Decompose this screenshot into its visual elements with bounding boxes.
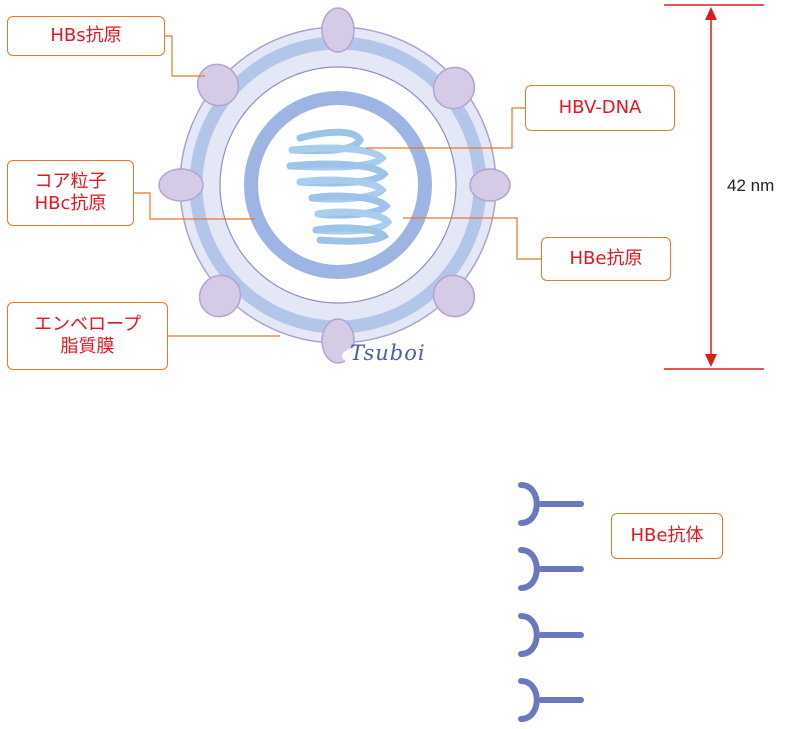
arrow-up-icon [705,7,717,20]
surface-protein [432,274,476,318]
label-hbs-antigen: HBs抗原 [7,16,165,56]
dimension-indicator [664,4,764,370]
label-core-particle-line2: HBc抗原 [34,193,107,214]
label-core-particle-line1: コア粒子 [34,171,107,192]
antibody-icon [518,613,584,657]
surface-protein [158,168,204,202]
surface-protein [198,274,242,318]
surface-protein [432,66,476,110]
antibody-icon [518,547,584,591]
label-hbe-antibody: HBe抗体 [611,513,723,559]
leader-hbv-dna [366,107,525,149]
surface-protein [321,7,355,53]
leader-hbs [165,35,205,77]
leader-hbe [403,217,541,260]
label-envelope-line2: 脂質膜 [60,336,115,357]
antibody-icon [518,678,584,722]
surface-protein [196,63,240,107]
signature: Tsuboi [350,341,426,365]
antibodies [518,482,584,722]
antibody-icon [518,482,584,526]
leader-lines [134,35,541,337]
surface-protein [469,168,511,202]
label-hbs-antigen-text: HBs抗原 [50,25,122,46]
dna-coil [286,128,393,245]
hbv-virion-icon [158,7,511,370]
label-core-particle: コア粒子 HBc抗原 [7,160,134,226]
arrow-down-icon [705,354,717,367]
label-hbe-antibody-text: HBe抗体 [630,525,704,546]
label-hbv-dna: HBV-DNA [525,85,675,131]
label-hbe-antigen: HBe抗原 [541,237,671,281]
label-envelope: エンベロープ 脂質膜 [7,302,168,370]
label-hbe-antigen-text: HBe抗原 [569,248,643,269]
label-hbv-dna-text: HBV-DNA [558,97,642,118]
label-envelope-line1: エンベロープ [34,314,141,335]
size-label: 42 nm [727,176,775,195]
leader-core [134,192,255,220]
surface-proteins [158,7,511,364]
